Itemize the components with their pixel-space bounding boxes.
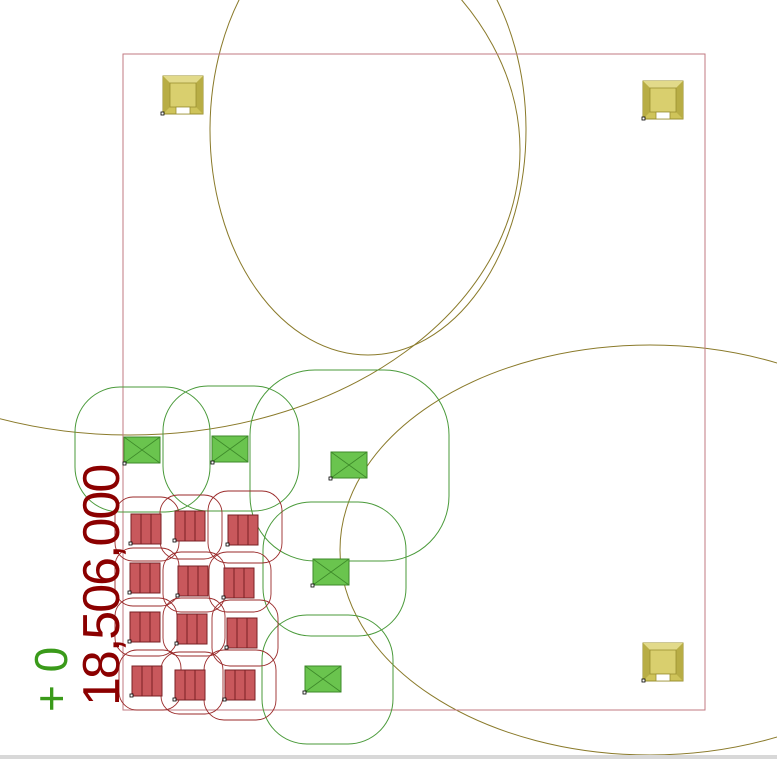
anchor-handle[interactable] bbox=[328, 476, 333, 481]
anchor-handle[interactable] bbox=[172, 538, 177, 543]
red-building[interactable] bbox=[224, 669, 256, 701]
green-building[interactable] bbox=[330, 451, 368, 479]
influence-circle bbox=[209, 0, 527, 356]
anchor-handle[interactable] bbox=[641, 116, 646, 121]
green-ranges bbox=[74, 369, 450, 745]
green-range bbox=[262, 501, 407, 637]
red-range bbox=[162, 597, 226, 657]
anchor-handle[interactable] bbox=[122, 461, 127, 466]
red-building[interactable] bbox=[176, 613, 208, 645]
green-range bbox=[261, 614, 394, 745]
green-range bbox=[249, 369, 450, 562]
red-building[interactable] bbox=[223, 567, 255, 599]
green-building[interactable] bbox=[123, 436, 161, 464]
red-range bbox=[211, 599, 279, 667]
anchor-handle[interactable] bbox=[302, 690, 307, 695]
anchor-handle[interactable] bbox=[210, 460, 215, 465]
red-building[interactable] bbox=[129, 562, 161, 594]
anchor-handle[interactable] bbox=[641, 678, 646, 683]
anchor-handle[interactable] bbox=[129, 693, 134, 698]
red-building[interactable] bbox=[226, 617, 258, 649]
red-buildings bbox=[129, 510, 259, 701]
anchor-handle[interactable] bbox=[310, 583, 315, 588]
green-building[interactable] bbox=[211, 435, 249, 463]
anchor-handle[interactable] bbox=[128, 541, 133, 546]
gold-building[interactable] bbox=[642, 642, 684, 682]
anchor-handle[interactable] bbox=[225, 542, 230, 547]
red-building[interactable] bbox=[177, 565, 209, 597]
anchor-handle[interactable] bbox=[174, 641, 179, 646]
red-range bbox=[208, 551, 272, 613]
red-range bbox=[207, 490, 283, 564]
gold-building[interactable] bbox=[162, 75, 204, 115]
anchor-handle[interactable] bbox=[127, 590, 132, 595]
red-building[interactable] bbox=[174, 510, 206, 542]
anchor-handle[interactable] bbox=[127, 639, 132, 644]
bottom-bar bbox=[0, 755, 777, 759]
anchor-handles bbox=[122, 111, 646, 702]
red-building[interactable] bbox=[174, 669, 206, 701]
anchor-handle[interactable] bbox=[224, 645, 229, 650]
anchor-handle[interactable] bbox=[172, 697, 177, 702]
anchor-handle[interactable] bbox=[175, 593, 180, 598]
green-building[interactable] bbox=[304, 665, 342, 693]
score-label: 18,506,000 bbox=[73, 465, 131, 706]
anchor-handle[interactable] bbox=[160, 111, 165, 116]
anchor-handle[interactable] bbox=[221, 595, 226, 600]
red-building[interactable] bbox=[130, 513, 162, 545]
green-range bbox=[74, 386, 211, 513]
green-range bbox=[162, 385, 300, 512]
red-building[interactable] bbox=[129, 611, 161, 643]
red-building[interactable] bbox=[227, 514, 259, 546]
green-building[interactable] bbox=[312, 558, 350, 586]
red-building[interactable] bbox=[131, 665, 163, 697]
influence-circle bbox=[0, 0, 521, 436]
anchor-handle[interactable] bbox=[222, 697, 227, 702]
score-delta-label: + 0 bbox=[25, 646, 77, 712]
gold-building[interactable] bbox=[642, 80, 684, 120]
map-boundary bbox=[122, 53, 706, 711]
